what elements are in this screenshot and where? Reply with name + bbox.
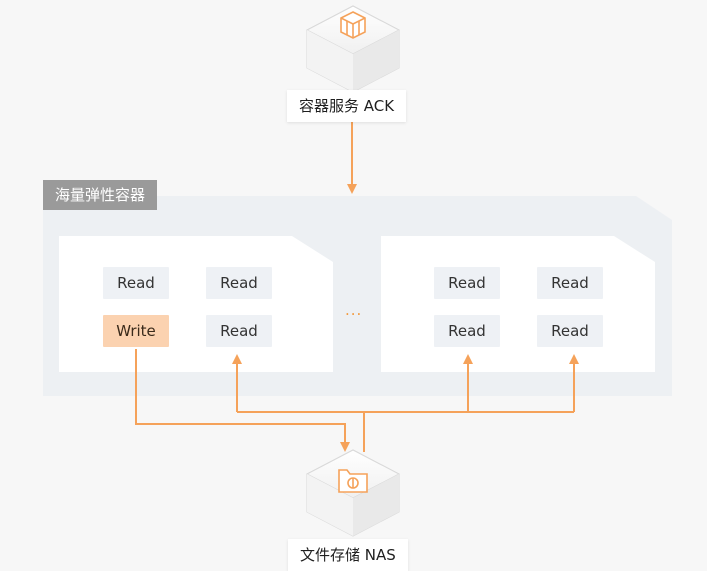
nas-cube-icon — [305, 449, 401, 537]
elastic-container-group-label: 海量弹性容器 — [43, 180, 158, 210]
instance-2-chip-1: Read — [434, 267, 500, 299]
instance-2-chip-3: Read — [434, 315, 500, 347]
container-instance-card-1 — [59, 236, 333, 372]
ack-cube-icon — [305, 5, 401, 93]
instance-1-write-chip: Write — [103, 315, 169, 347]
more-instances-ellipsis: ... — [345, 301, 363, 319]
instance-2-chip-2: Read — [537, 267, 603, 299]
container-instance-card-2 — [381, 236, 655, 372]
instance-1-chip-1: Read — [103, 267, 169, 299]
instance-1-chip-4: Read — [206, 315, 272, 347]
ack-node-label: 容器服务 ACK — [287, 90, 407, 122]
instance-1-chip-2: Read — [206, 267, 272, 299]
write-to-nas-arrow — [135, 349, 350, 452]
instance-2-chip-4: Read — [537, 315, 603, 347]
nas-node-label: 文件存储 NAS — [288, 539, 408, 571]
